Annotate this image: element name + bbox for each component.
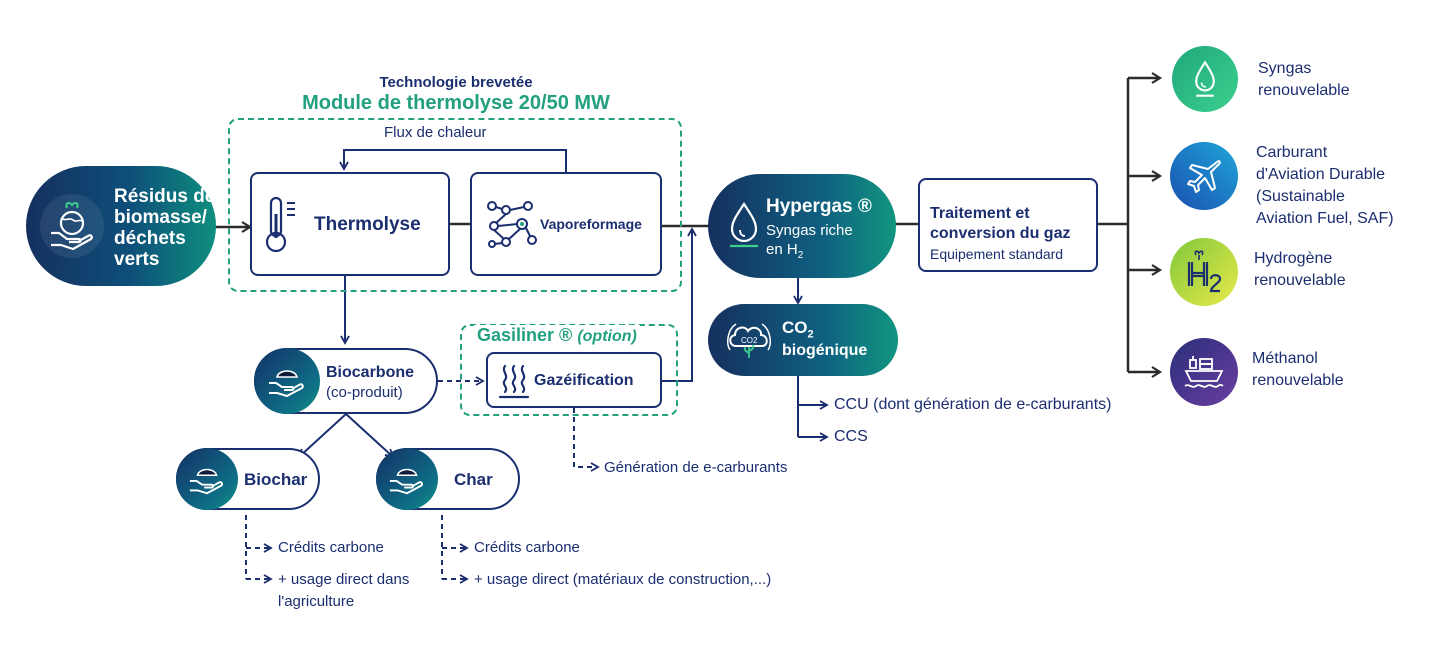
treatment-line1: Traitement et: [930, 205, 1030, 222]
ship-icon: [1184, 356, 1224, 388]
output-h2-line2: renouvelable: [1254, 272, 1346, 289]
co2-title-text: CO: [782, 318, 808, 337]
drop-icon: [726, 200, 762, 255]
gasification-efuels-label: Génération de e-carburants: [604, 459, 788, 476]
hypergas-sub1: Syngas riche: [766, 222, 853, 239]
treatment-box: Traitement et conversion du gaz Equipeme…: [918, 178, 1098, 272]
output-syngas-line1: Syngas: [1258, 60, 1312, 77]
co2-sub: biogénique: [782, 342, 868, 359]
char-hand-icon: [376, 448, 438, 510]
output-syngas-badge: [1172, 46, 1238, 112]
biochar-use-credits: Crédits carbone: [278, 539, 384, 556]
output-h2-line1: Hydrogène: [1254, 250, 1333, 267]
thermometer-icon: [265, 194, 300, 261]
input-label-line1: Résidus de: [114, 186, 216, 207]
patent-label: Technologie brevetée: [379, 74, 533, 91]
char-title: Char: [454, 470, 493, 489]
gasiliner-title-text: Gasiliner ®: [477, 325, 573, 345]
h2-icon: [1187, 250, 1222, 293]
co2-title: CO2: [782, 318, 814, 340]
hypergas-sub2-text: en H: [766, 241, 798, 258]
input-label-line4: verts: [114, 249, 160, 270]
treatment-line2: conversion du gaz: [930, 225, 1071, 242]
heat-flux-label: Flux de chaleur: [382, 124, 489, 141]
char-use-direct: + usage direct (matériaux de constructio…: [474, 571, 772, 588]
output-methanol-line1: Méthanol: [1252, 350, 1318, 367]
output-h2-badge: [1170, 238, 1238, 306]
biochar-use-agriculture: l'agriculture: [278, 593, 355, 610]
output-saf-label: Carburant d'Aviation Durable (Sustainabl…: [1256, 142, 1394, 230]
output-syngas-label: Syngas renouvelable: [1258, 58, 1350, 102]
plane-icon: [1187, 160, 1221, 193]
output-syngas-line2: renouvelable: [1258, 82, 1350, 99]
biocarbone-pill: Biocarbone (co-produit): [254, 348, 438, 414]
input-label: Résidus de biomasse/ déchets verts: [114, 186, 215, 270]
char-pill: Char: [376, 448, 520, 510]
output-methanol-line2: renouvelable: [1252, 372, 1344, 389]
heat-waves-icon: [498, 362, 530, 405]
arrow-gasification-hypergas: [662, 227, 697, 382]
biocarbone-hand-icon: [254, 348, 320, 414]
biochar-hand-icon: [176, 448, 238, 510]
arrow-heat-flux: [339, 149, 567, 172]
arrow-biocarbone-biochar: [297, 413, 347, 458]
biochar-title: Biochar: [244, 470, 308, 489]
arrow-biocarbone-char: [345, 413, 395, 458]
input-label-line3: déchets: [114, 228, 186, 249]
treatment-sub: Equipement standard: [930, 246, 1064, 262]
output-saf-badge: [1170, 142, 1238, 210]
flame-icon: [1195, 60, 1215, 97]
output-h2-label: Hydrogène renouvelable: [1254, 248, 1346, 292]
gasiliner-option: (option): [577, 328, 637, 345]
output-saf-line1: Carburant: [1256, 144, 1328, 161]
char-use-credits: Crédits carbone: [474, 539, 580, 556]
arrow-gasification-efuels: [573, 408, 600, 472]
thermolyse-box: Thermolyse: [250, 172, 450, 276]
co2-use-ccs: CCS: [834, 428, 868, 445]
vaporeformage-label: Vaporeformage: [540, 216, 642, 232]
gasiliner-title: Gasiliner ® (option): [474, 325, 640, 346]
hypergas-title: Hypergas ®: [766, 196, 872, 217]
gasification-box: Gazéification: [486, 352, 662, 408]
output-saf-line2: d'Aviation Durable: [1256, 166, 1386, 183]
molecule-icon: [484, 198, 540, 257]
co2-title-subscript: 2: [807, 328, 814, 341]
hypergas-sub2-subscript: 2: [797, 250, 804, 261]
thermolyse-label: Thermolyse: [314, 214, 421, 235]
input-label-line2: biomasse/: [114, 207, 207, 228]
output-methanol-label: Méthanol renouvelable: [1252, 348, 1344, 392]
vaporeformage-box: Vaporeformage: [470, 172, 662, 276]
globe-hand-icon: [40, 194, 104, 258]
biocarbone-sub: (co-produit): [326, 384, 403, 401]
co2-pill: CO2 CO2 biogénique: [708, 304, 898, 376]
biochar-pill: Biochar: [176, 448, 320, 510]
co2-use-ccu: CCU (dont génération de e-carburants): [834, 396, 1112, 413]
output-saf-line3: (Sustainable: [1256, 188, 1345, 205]
output-saf-line4: Aviation Fuel, SAF): [1256, 210, 1394, 227]
output-methanol-badge: [1170, 338, 1238, 406]
biochar-use-direct: + usage direct dans: [278, 571, 410, 588]
biocarbone-title: Biocarbone: [326, 364, 415, 381]
hypergas-pill: Hypergas ® Syngas riche en H2: [708, 174, 896, 278]
hypergas-sub2: en H2: [766, 241, 803, 261]
svg-text:CO2: CO2: [741, 336, 758, 345]
co2-cloud-icon: CO2: [724, 316, 774, 369]
input-biomass-pill: Résidus de biomasse/ déchets verts: [26, 166, 216, 286]
thermolysis-module-frame: [228, 118, 682, 292]
gasification-label: Gazéification: [534, 372, 634, 389]
module-title: Module de thermolyse 20/50 MW: [302, 92, 610, 114]
